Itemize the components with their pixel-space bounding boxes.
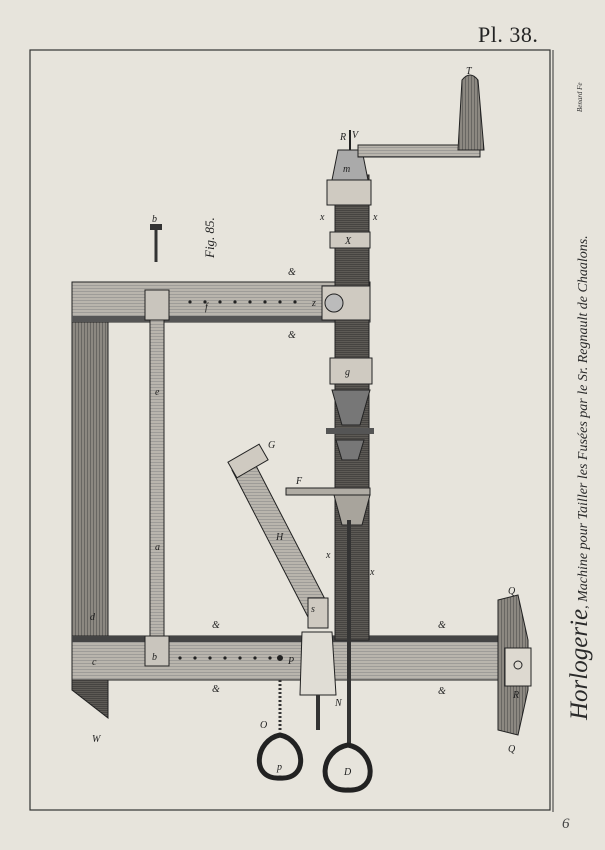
cutter-holder <box>299 631 337 696</box>
letter: D <box>343 767 352 778</box>
letter: e <box>155 387 160 398</box>
letter: b <box>152 652 157 663</box>
letter: R <box>339 132 346 143</box>
letter: F <box>295 476 303 487</box>
letter: x <box>372 212 378 223</box>
letter: N <box>334 698 343 709</box>
rest-bar-F <box>285 487 371 496</box>
heart-handle-D[interactable] <box>322 742 373 793</box>
plate-frame <box>29 49 551 811</box>
letter: V <box>352 130 360 141</box>
letter: x <box>325 550 331 561</box>
letter: x <box>369 567 375 578</box>
letter: Q <box>508 586 516 597</box>
letter: & <box>438 620 446 631</box>
heart-handle-p[interactable] <box>256 732 304 781</box>
letter: g <box>345 367 350 378</box>
letter: R <box>512 690 519 701</box>
letter: f <box>205 302 209 313</box>
letter: & <box>438 686 446 697</box>
letter: b <box>152 214 157 225</box>
letter: a <box>155 542 160 553</box>
bottom-beam <box>71 635 503 681</box>
letter: p <box>276 762 282 773</box>
letter: G <box>268 440 275 451</box>
letter: W <box>92 734 102 745</box>
letter: & <box>288 267 296 278</box>
letter: T <box>466 66 473 77</box>
crank-arm <box>357 144 481 158</box>
letter: H <box>275 532 284 543</box>
page-number: 6 <box>562 816 570 832</box>
letter: & <box>212 620 220 631</box>
letter: Q <box>508 744 516 755</box>
letter: c <box>92 657 97 668</box>
crank-handle-T[interactable] <box>457 74 485 151</box>
letter: s <box>311 604 315 615</box>
letter: x <box>319 212 325 223</box>
letter: z <box>311 298 316 309</box>
left-beam <box>71 281 109 691</box>
plate-number: Pl. 38. <box>478 22 539 47</box>
figure-label: Fig. 85. <box>202 217 217 259</box>
letter: m <box>343 164 350 175</box>
letter: X <box>344 236 352 247</box>
letter: & <box>212 684 220 695</box>
letter: P <box>287 656 294 667</box>
letter: O <box>260 720 267 731</box>
inner-rod <box>149 291 165 663</box>
letter: & <box>288 330 296 341</box>
letter: d <box>90 612 96 623</box>
